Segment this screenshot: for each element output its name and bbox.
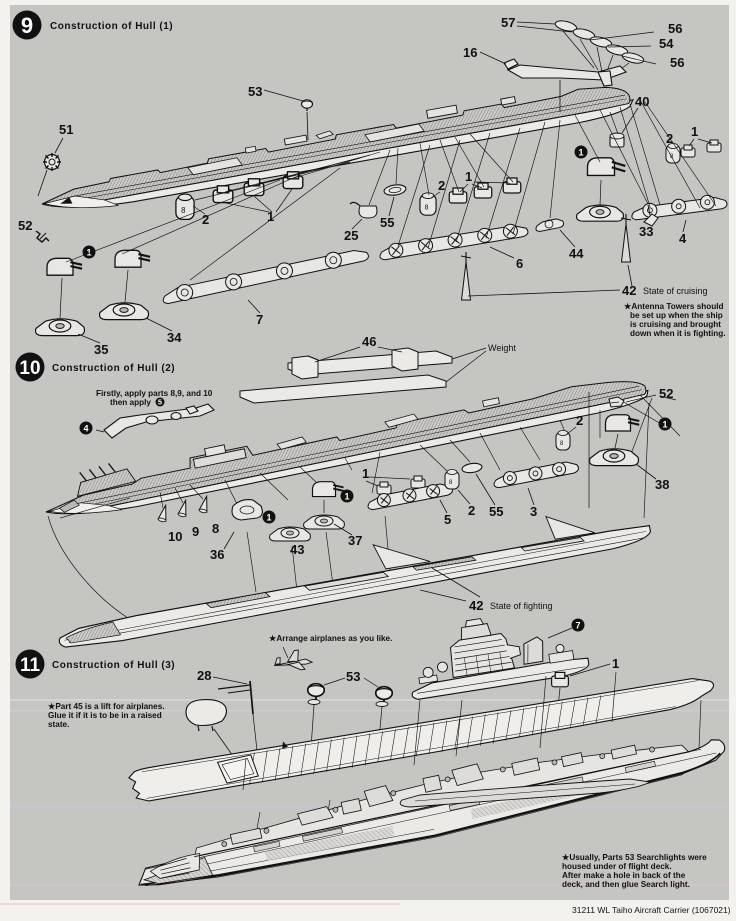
svg-text:5: 5 — [444, 512, 451, 527]
svg-text:5: 5 — [158, 398, 162, 407]
svg-text:51: 51 — [59, 122, 73, 137]
svg-text:38: 38 — [655, 477, 669, 492]
svg-text:Glue it if it is to be in a ra: Glue it if it is to be in a raised — [48, 711, 162, 720]
svg-text:10: 10 — [19, 358, 40, 379]
svg-text:42: 42 — [469, 598, 483, 613]
svg-text:State of fighting: State of fighting — [490, 601, 553, 611]
svg-text:6: 6 — [516, 256, 523, 271]
svg-text:state.: state. — [48, 720, 69, 729]
svg-text:Construction of Hull (3): Construction of Hull (3) — [52, 660, 175, 671]
svg-text:34: 34 — [167, 330, 182, 345]
svg-text:2: 2 — [202, 212, 209, 227]
svg-text:then apply: then apply — [110, 398, 151, 407]
svg-text:State of cruising: State of cruising — [643, 286, 708, 296]
svg-text:4: 4 — [83, 424, 88, 434]
svg-text:31211 WL Taiho Aircraft Carri: 31211 WL Taiho Aircraft Carrier (1067021… — [572, 905, 731, 915]
svg-text:36: 36 — [210, 547, 224, 562]
svg-text:★Antenna Towers should: ★Antenna Towers should — [623, 302, 724, 311]
svg-text:53: 53 — [346, 669, 360, 684]
svg-text:★Usually, Parts 53 Searchlight: ★Usually, Parts 53 Searchlights were — [561, 853, 707, 862]
svg-text:4: 4 — [679, 231, 687, 246]
svg-text:down when it is fighting.: down when it is fighting. — [630, 329, 726, 338]
svg-text:2: 2 — [438, 178, 445, 193]
svg-text:7: 7 — [256, 312, 263, 327]
svg-text:1: 1 — [344, 492, 349, 502]
svg-text:Weight: Weight — [488, 343, 516, 353]
svg-text:43: 43 — [290, 542, 304, 557]
svg-text:33: 33 — [639, 224, 653, 239]
svg-text:11: 11 — [20, 655, 41, 676]
svg-text:28: 28 — [197, 668, 211, 683]
svg-text:9: 9 — [192, 524, 199, 539]
svg-text:10: 10 — [168, 529, 182, 544]
svg-text:1: 1 — [465, 169, 472, 184]
svg-text:37: 37 — [348, 533, 362, 548]
svg-text:44: 44 — [569, 246, 584, 261]
svg-text:1: 1 — [267, 209, 274, 224]
svg-text:7: 7 — [575, 621, 580, 631]
svg-text:1: 1 — [86, 248, 91, 258]
svg-text:56: 56 — [668, 21, 682, 36]
svg-text:53: 53 — [248, 84, 262, 99]
svg-text:1: 1 — [362, 466, 369, 481]
svg-text:8: 8 — [212, 521, 219, 536]
svg-text:56: 56 — [670, 55, 684, 70]
svg-text:3: 3 — [530, 504, 537, 519]
svg-text:★Part 45 is a lift for airplan: ★Part 45 is a lift for airplanes. — [47, 702, 165, 711]
svg-text:55: 55 — [380, 215, 394, 230]
svg-text:35: 35 — [94, 342, 108, 357]
svg-text:1: 1 — [612, 656, 619, 671]
svg-text:16: 16 — [463, 45, 477, 60]
svg-text:deck, and then glue Search lig: deck, and then glue Search light. — [562, 880, 690, 889]
svg-text:★Arrange airplanes as you like: ★Arrange airplanes as you like. — [268, 634, 392, 643]
svg-text:57: 57 — [501, 15, 515, 30]
svg-text:Firstly, apply parts 8,9, and: Firstly, apply parts 8,9, and 10 — [96, 389, 213, 398]
svg-text:55: 55 — [489, 504, 503, 519]
svg-text:52: 52 — [659, 386, 673, 401]
svg-text:1: 1 — [266, 513, 271, 523]
svg-text:2: 2 — [576, 413, 583, 428]
svg-text:40: 40 — [635, 94, 649, 109]
svg-text:25: 25 — [344, 228, 358, 243]
svg-text:After make a hole in back of t: After make a hole in back of the — [562, 871, 686, 880]
svg-text:9: 9 — [21, 13, 33, 38]
svg-text:1: 1 — [662, 420, 667, 430]
svg-text:1: 1 — [691, 124, 698, 139]
svg-text:46: 46 — [362, 334, 376, 349]
svg-text:2: 2 — [468, 503, 475, 518]
svg-text:42: 42 — [622, 283, 636, 298]
svg-text:Construction of Hull (2): Construction of Hull (2) — [52, 363, 175, 374]
svg-text:Construction of Hull (1): Construction of Hull (1) — [50, 21, 173, 32]
svg-text:is cruising and brought: is cruising and brought — [630, 320, 721, 329]
svg-text:be set up when the ship: be set up when the ship — [630, 311, 723, 320]
svg-text:1: 1 — [578, 148, 583, 158]
svg-text:housed under of flight deck.: housed under of flight deck. — [562, 862, 672, 871]
svg-text:52: 52 — [18, 218, 32, 233]
svg-text:54: 54 — [659, 36, 674, 51]
